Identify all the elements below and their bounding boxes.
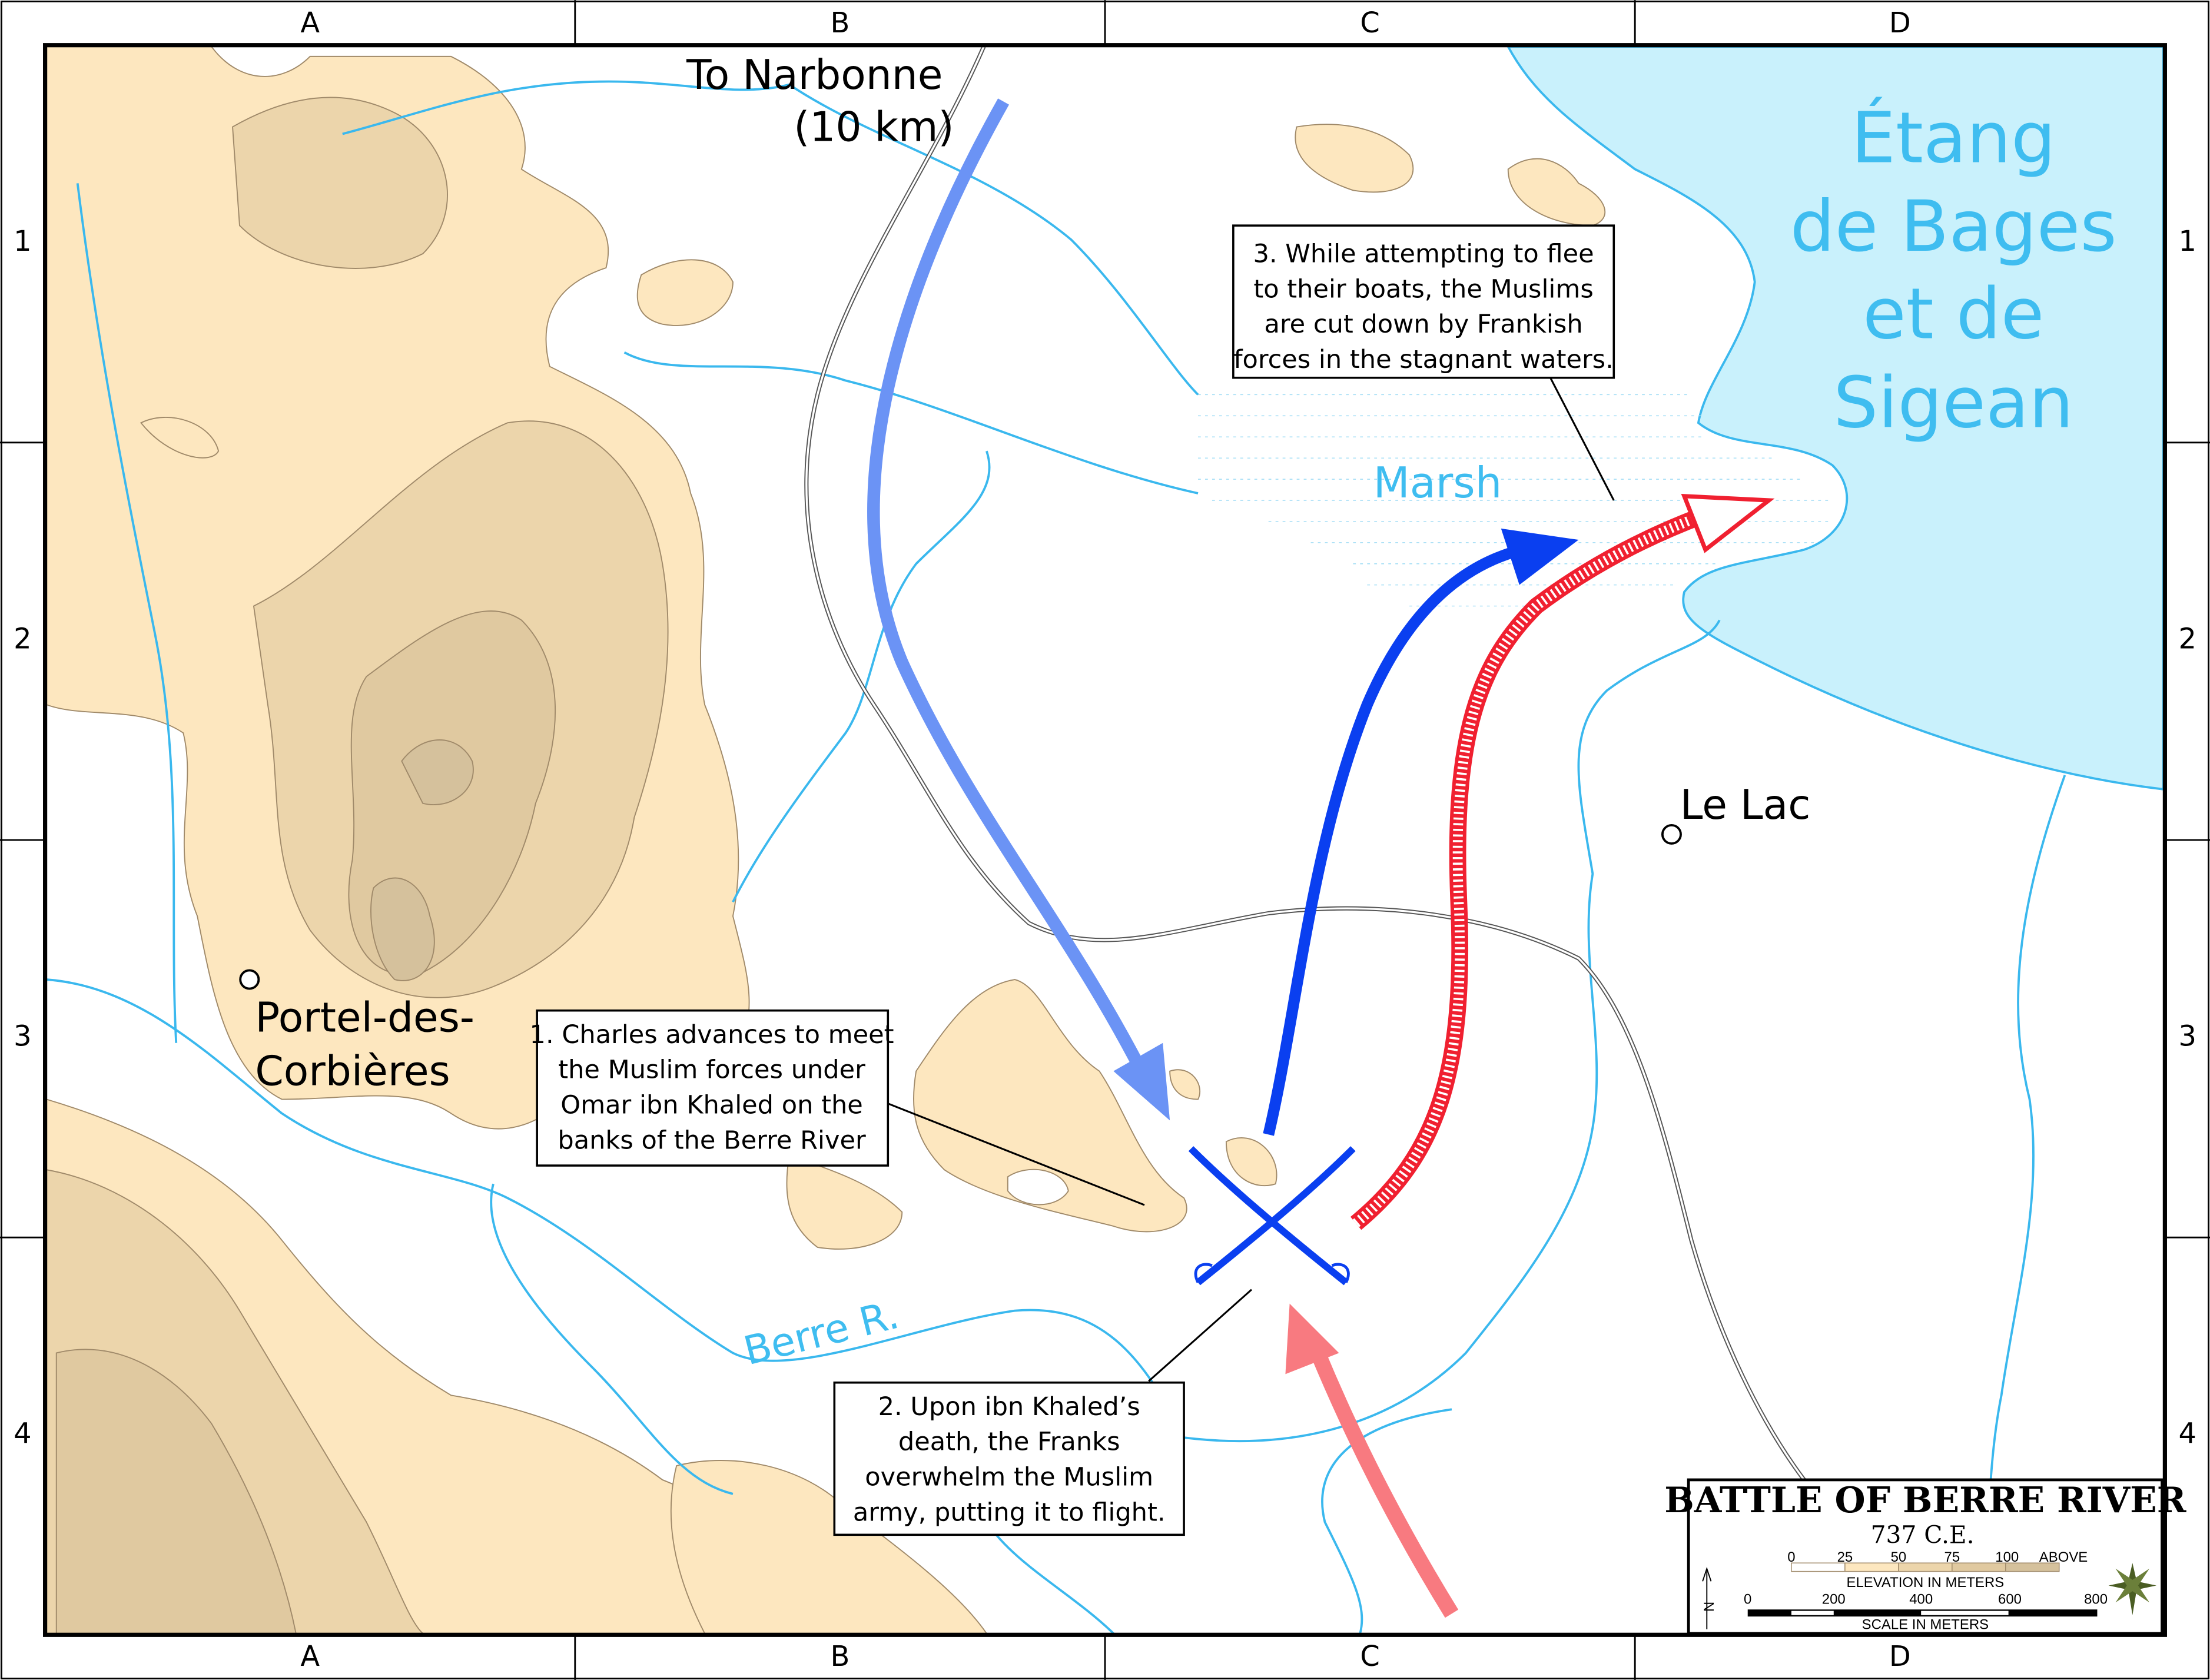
map-border xyxy=(43,43,2167,1637)
col-label-b: B xyxy=(830,7,850,39)
svg-text:SCALE IN METERS: SCALE IN METERS xyxy=(1862,1617,1989,1633)
svg-text:3. While attempting to flee: 3. While attempting to flee xyxy=(1253,239,1594,268)
legend-title: BATTLE OF BERRE RIVER xyxy=(1664,1480,2187,1521)
svg-text:75: 75 xyxy=(1944,1549,1960,1565)
col-label-d: D xyxy=(1889,7,1911,39)
usma-logo-icon xyxy=(2108,1563,2157,1615)
svg-text:400: 400 xyxy=(1909,1592,1933,1608)
svg-text:Sigean: Sigean xyxy=(1833,363,2073,444)
col-label-c-bottom: C xyxy=(1360,1641,1379,1673)
svg-text:the Muslim forces under: the Muslim forces under xyxy=(558,1055,865,1085)
terrain xyxy=(47,47,1606,1633)
distance-scale: 0 200 400 600 800 SCALE IN METERS xyxy=(1744,1592,2108,1633)
svg-text:ABOVE: ABOVE xyxy=(2039,1549,2088,1565)
col-label-a: A xyxy=(300,7,320,39)
svg-text:50: 50 xyxy=(1891,1549,1907,1565)
svg-text:800: 800 xyxy=(2084,1592,2108,1608)
svg-text:ELEVATION IN METERS: ELEVATION IN METERS xyxy=(1846,1575,2004,1591)
etang-label: Étang de Bages et de Sigean xyxy=(1790,97,2117,444)
battle-swords-icon xyxy=(1188,1146,1356,1286)
row-label-3-right: 3 xyxy=(2178,1021,2196,1053)
elevation-scale: 0 25 50 75 100 ABOVE ELEVATION IN METERS xyxy=(1787,1549,2088,1591)
col-label-c: C xyxy=(1360,7,1379,39)
row-label-2-right: 2 xyxy=(2178,623,2196,655)
svg-text:de Bages: de Bages xyxy=(1790,186,2117,268)
le-lac-town-marker xyxy=(1661,824,1682,845)
svg-text:banks of the Berre River: banks of the Berre River xyxy=(558,1125,866,1155)
frankish-advance-arrow xyxy=(867,98,1170,1121)
svg-text:2. Upon ibn Khaled’s: 2. Upon ibn Khaled’s xyxy=(878,1392,1140,1422)
svg-text:Omar ibn Khaled on the: Omar ibn Khaled on the xyxy=(560,1090,863,1120)
muslim-advance-arrow xyxy=(1285,1303,1459,1618)
svg-text:N: N xyxy=(1701,1602,1717,1612)
etang-water xyxy=(1506,47,2163,791)
legend-date: 737 C.E. xyxy=(1871,1521,1975,1549)
row-label-1-right: 1 xyxy=(2178,225,2196,258)
muslim-flight-arrow xyxy=(1350,493,1775,1230)
row-label-4: 4 xyxy=(14,1418,31,1450)
svg-text:are cut down by Frankish: are cut down by Frankish xyxy=(1265,310,1583,339)
svg-text:200: 200 xyxy=(1822,1592,1846,1608)
row-label-1: 1 xyxy=(14,225,31,258)
portel-label: Portel-des- xyxy=(255,995,474,1042)
svg-text:et de: et de xyxy=(1863,274,2044,356)
le-lac-label: Le Lac xyxy=(1680,782,1811,829)
marsh-label: Marsh xyxy=(1373,458,1502,507)
note-1: 1. Charles advances to meet the Muslim f… xyxy=(530,1009,1145,1206)
svg-text:0: 0 xyxy=(1787,1549,1795,1565)
note-2: 2. Upon ibn Khaled’s death, the Franks o… xyxy=(833,1289,1253,1536)
svg-text:to their boats, the Muslims: to their boats, the Muslims xyxy=(1253,274,1593,304)
svg-text:army, putting it to flight.: army, putting it to flight. xyxy=(853,1498,1166,1527)
note-3: 3. While attempting to flee to their boa… xyxy=(1232,224,1615,501)
narbonne-label: To Narbonne xyxy=(686,52,943,99)
svg-text:overwhelm the Muslim: overwhelm the Muslim xyxy=(865,1463,1153,1492)
frankish-pursuit-arrow xyxy=(1263,528,1579,1136)
col-label-d-bottom: D xyxy=(1889,1641,1911,1673)
svg-text:Étang: Étang xyxy=(1851,97,2056,179)
col-label-b-bottom: B xyxy=(830,1641,850,1673)
svg-text:600: 600 xyxy=(1998,1592,2022,1608)
north-arrow-icon: N xyxy=(1701,1566,1717,1629)
svg-text:100: 100 xyxy=(1995,1549,2019,1565)
svg-text:0: 0 xyxy=(1744,1592,1751,1608)
svg-text:forces in the stagnant waters.: forces in the stagnant waters. xyxy=(1233,345,1614,374)
narbonne-distance-label: (10 km) xyxy=(794,104,954,151)
row-label-4-right: 4 xyxy=(2178,1418,2196,1450)
row-label-3: 3 xyxy=(14,1021,31,1053)
map-legend: BATTLE OF BERRE RIVER 737 C.E. 0 25 50 7… xyxy=(1664,1478,2187,1635)
svg-text:25: 25 xyxy=(1837,1549,1853,1565)
portel-town-marker xyxy=(239,969,260,990)
svg-text:1. Charles advances to meet: 1. Charles advances to meet xyxy=(530,1020,894,1050)
grid-labels: A B C D A B C D 1 2 3 4 1 2 3 4 xyxy=(14,7,2196,1673)
row-label-2: 2 xyxy=(14,623,31,655)
col-label-a-bottom: A xyxy=(300,1641,320,1673)
corbieres-label: Corbières xyxy=(255,1048,450,1095)
svg-text:death, the Franks: death, the Franks xyxy=(898,1427,1120,1457)
